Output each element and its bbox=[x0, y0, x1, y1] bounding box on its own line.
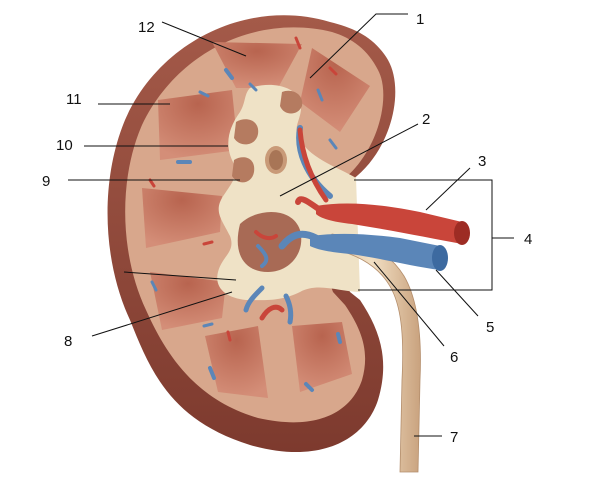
label-7: 7 bbox=[450, 429, 458, 446]
leader-line-5 bbox=[435, 269, 479, 317]
label-6: 6 bbox=[450, 349, 458, 366]
label-10: 10 bbox=[56, 137, 73, 154]
leader-line-2 bbox=[279, 123, 419, 197]
vessel-dash bbox=[294, 36, 302, 50]
leader-line-3 bbox=[425, 167, 471, 211]
renal-pelvis bbox=[237, 211, 302, 272]
leader-line-8 bbox=[91, 291, 233, 337]
vessel-dash bbox=[226, 330, 232, 342]
label-11: 11 bbox=[66, 91, 82, 108]
vessel-dash bbox=[316, 88, 324, 102]
minor-calyx bbox=[280, 90, 303, 114]
renal-artery-lumen bbox=[454, 221, 470, 245]
renal-pyramid bbox=[205, 326, 268, 398]
renal-pyramid bbox=[150, 272, 226, 330]
leader-line-1 bbox=[309, 13, 408, 79]
leader-line-4 bbox=[354, 179, 514, 291]
vein-branch bbox=[256, 244, 269, 268]
renal-artery bbox=[254, 127, 470, 321]
renal-pyramid bbox=[292, 322, 352, 392]
label-2: 2 bbox=[422, 111, 430, 128]
label-4: 4 bbox=[524, 231, 532, 248]
artery-branch bbox=[259, 304, 285, 321]
artery-branch bbox=[295, 196, 323, 213]
vessel-dash bbox=[150, 280, 158, 292]
labels: 1 2 3 4 5 6 7 8 9 10 11 12 bbox=[42, 11, 532, 446]
vein-branch bbox=[243, 285, 265, 313]
vein-branch bbox=[278, 230, 320, 250]
vessel-dash bbox=[224, 68, 234, 80]
label-8: 8 bbox=[64, 333, 72, 350]
minor-calyx bbox=[234, 119, 259, 145]
vessel-dash bbox=[336, 332, 342, 344]
vessel-dash bbox=[202, 240, 214, 246]
renal-vein-lumen bbox=[432, 245, 448, 271]
leader-line-6 bbox=[373, 261, 445, 347]
artery-branch bbox=[254, 230, 278, 241]
renal-pyramid bbox=[142, 188, 222, 248]
vessel-dash bbox=[202, 322, 214, 328]
vessel-dash bbox=[148, 178, 156, 188]
renal-pyramid bbox=[212, 42, 302, 88]
label-3: 3 bbox=[478, 153, 486, 170]
leader-line-12 bbox=[161, 21, 247, 57]
leader-lines bbox=[68, 13, 514, 437]
label-9: 9 bbox=[42, 173, 50, 190]
vein-branch bbox=[283, 293, 294, 325]
interlobar-vessels bbox=[148, 36, 342, 392]
vessel-dash bbox=[198, 90, 210, 98]
leader-line-extra bbox=[123, 271, 237, 281]
label-1: 1 bbox=[416, 11, 424, 28]
vessel-dash bbox=[304, 382, 314, 392]
renal-vein bbox=[243, 125, 448, 325]
renal-pyramid bbox=[300, 48, 370, 132]
minor-calyx bbox=[269, 150, 283, 170]
renal-vein-trunk bbox=[310, 233, 440, 270]
label-5: 5 bbox=[486, 319, 494, 336]
vessel-dash bbox=[328, 138, 338, 150]
renal-pyramid bbox=[158, 90, 238, 160]
minor-calyx bbox=[232, 157, 255, 183]
label-12: 12 bbox=[138, 19, 155, 36]
vessel-dash bbox=[248, 82, 258, 92]
renal-pyramids bbox=[142, 42, 370, 398]
vessel-dash bbox=[328, 66, 338, 76]
vessel-dash bbox=[208, 366, 216, 380]
renal-artery-trunk bbox=[316, 203, 462, 244]
artery-branch bbox=[297, 127, 329, 203]
